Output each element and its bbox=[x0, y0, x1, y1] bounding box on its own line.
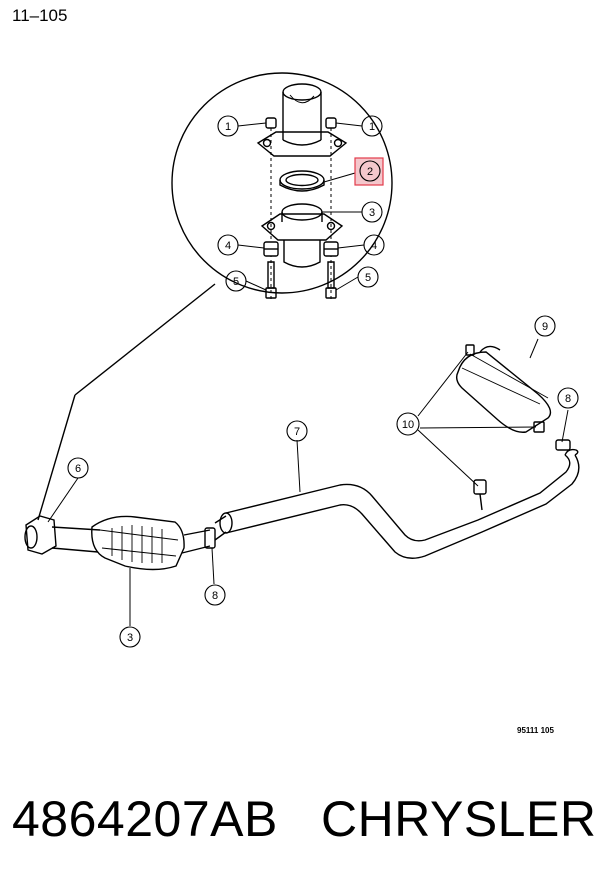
detail-leader-line bbox=[74, 283, 216, 396]
callout-7 bbox=[286, 420, 308, 442]
callout-1-left-label: 1 bbox=[225, 121, 231, 133]
detail-leader-line-lower bbox=[37, 394, 76, 521]
callout-5-right-label: 5 bbox=[365, 272, 371, 284]
lower-flange bbox=[260, 203, 344, 268]
page-label: 11–105 bbox=[12, 6, 68, 25]
callout-9 bbox=[534, 315, 556, 337]
callout-6 bbox=[67, 457, 89, 479]
callout-3-detail bbox=[361, 201, 383, 223]
callout-8-right bbox=[557, 387, 579, 409]
callout-8-left bbox=[204, 584, 226, 606]
stud-left bbox=[265, 261, 277, 299]
callout-2 bbox=[359, 160, 381, 182]
nut-right bbox=[323, 241, 339, 257]
callout-4-left bbox=[217, 234, 239, 256]
callout-5-left bbox=[225, 270, 247, 292]
nut-left bbox=[263, 241, 279, 257]
reference-code: 95111 105 bbox=[517, 726, 554, 735]
callout-3-main-label: 3 bbox=[127, 632, 133, 644]
muffler bbox=[455, 344, 552, 433]
callout-8-left-label: 8 bbox=[212, 590, 218, 602]
gasket-ring bbox=[279, 170, 325, 192]
clamp-rear bbox=[555, 439, 571, 451]
clamp-front bbox=[204, 527, 216, 549]
callout-3-main bbox=[119, 626, 141, 648]
callout-1-right bbox=[361, 115, 383, 137]
callout-7-label: 7 bbox=[294, 426, 300, 438]
callout-10-label: 10 bbox=[402, 419, 414, 431]
callout-2-label: 2 bbox=[367, 166, 373, 178]
callout-8-right-label: 8 bbox=[565, 393, 571, 405]
hanger-bracket bbox=[473, 479, 487, 511]
callout-1-left bbox=[217, 115, 239, 137]
callout-10 bbox=[396, 412, 420, 436]
part-number: 4864207AB bbox=[12, 791, 278, 847]
stud-right bbox=[325, 261, 337, 299]
callout-6-label: 6 bbox=[75, 463, 81, 475]
callout-5-left-label: 5 bbox=[233, 276, 239, 288]
callout-4-right-label: 4 bbox=[371, 240, 377, 252]
front-flange bbox=[24, 515, 101, 555]
callout-4-left-label: 4 bbox=[225, 240, 231, 252]
brand-name: CHRYSLER bbox=[321, 791, 597, 847]
callout-5-right bbox=[357, 266, 379, 288]
callout-9-label: 9 bbox=[542, 321, 548, 333]
detail-circle bbox=[171, 72, 393, 294]
callout-1-right-label: 1 bbox=[369, 121, 375, 133]
callout-3-detail-label: 3 bbox=[369, 207, 375, 219]
detail-view bbox=[37, 72, 393, 521]
catalytic-converter bbox=[91, 515, 211, 571]
footer: 4864207AB CHRYSLER bbox=[12, 790, 596, 848]
intermediate-pipe bbox=[214, 448, 580, 559]
callout-4-right bbox=[363, 234, 385, 256]
